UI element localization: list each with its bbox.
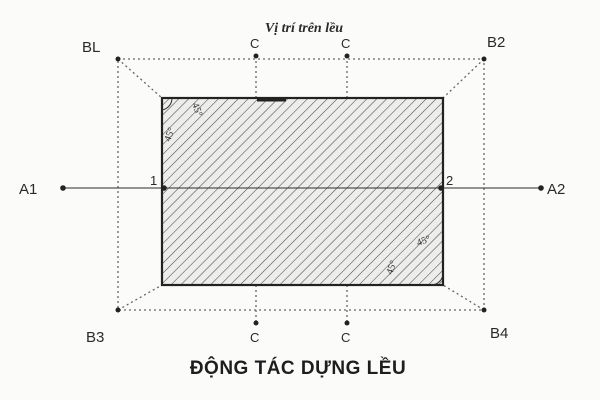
- corner-stake-b4: [481, 307, 487, 313]
- axis-label-a1: A1: [19, 181, 37, 198]
- angle-label-top-left-b: 45°: [189, 101, 204, 118]
- side-label-c-bottom-left: C: [250, 330, 259, 345]
- tent-area: [160, 96, 445, 287]
- angle-label-bottom-right-a: 45°: [384, 259, 399, 276]
- guy-line-bottom-left: [117, 284, 163, 311]
- axis-stake-a2: [538, 185, 544, 191]
- corner-label-b2: B2: [487, 34, 505, 51]
- c-stake-top-right: [344, 53, 350, 59]
- angle-arc-bottom-right: [430, 271, 444, 286]
- guy-line-top-left: [117, 58, 163, 99]
- pole-point-2: [438, 185, 444, 191]
- angle-label-top-left-a: 45°: [162, 126, 177, 143]
- side-label-c-top-right: C: [341, 36, 350, 51]
- c-stake-bottom-right: [344, 320, 350, 326]
- c-stake-bottom-left: [253, 320, 259, 326]
- corner-label-b3: B3: [86, 329, 104, 346]
- outer-dotted-frame: [117, 58, 485, 311]
- pole-label-2: 2: [446, 173, 453, 188]
- diagram-caption: ĐỘNG TÁC DỰNG LỀU: [190, 357, 406, 379]
- guy-line-top-right: [442, 58, 485, 99]
- corner-label-bl: BL: [82, 39, 100, 56]
- pole-label-1: 1: [150, 173, 157, 188]
- side-label-c-bottom-right: C: [341, 330, 350, 345]
- corner-stake-b2: [481, 56, 487, 62]
- c-stake-top-left: [253, 53, 259, 59]
- side-label-c-top-left: C: [250, 36, 259, 51]
- corner-stake-bl: [115, 56, 121, 62]
- axis-stake-a1: [60, 185, 66, 191]
- pole-point-1: [161, 185, 167, 191]
- corner-label-b4: B4: [490, 325, 508, 342]
- angle-arc-top-left: [161, 97, 173, 111]
- angle-label-bottom-right-b: 45°: [415, 234, 432, 249]
- diagram-heading: Vị trí trên lều: [265, 21, 343, 36]
- guy-line-bottom-right: [442, 284, 485, 311]
- axis-label-a2: A2: [547, 181, 565, 198]
- corner-stake-b3: [115, 307, 121, 313]
